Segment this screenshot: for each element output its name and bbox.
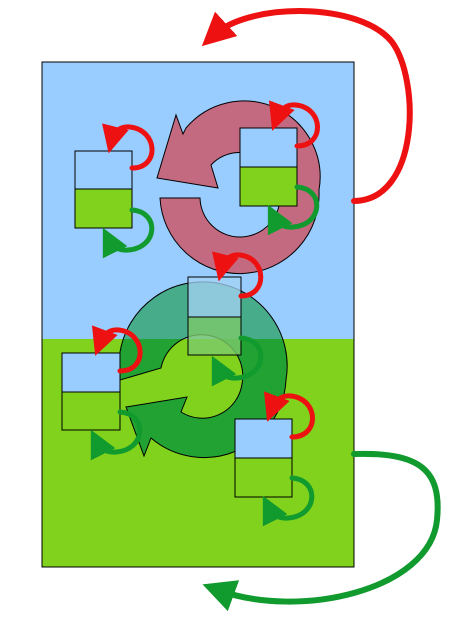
red-curved-arrow-center [212, 251, 264, 299]
small-frame-right-upper [239, 127, 298, 207]
green-curved-arrow-center [211, 335, 264, 387]
green-curved-arrow-outer [202, 450, 441, 612]
red-curved-arrow-left-lower [91, 325, 143, 374]
red-curved-arrow-left-upper [102, 123, 155, 171]
main-frame-border [41, 61, 355, 568]
green-curved-arrow-right-upper [267, 184, 320, 236]
green-curved-arrow-right-lower [262, 475, 315, 527]
green-curved-arrow-left-upper [102, 207, 155, 259]
red-curved-arrow-right-lower [263, 391, 315, 440]
small-frame-right-lower [234, 418, 293, 498]
green-curved-arrow-left-lower [90, 409, 143, 461]
small-frame-left-lower [61, 352, 121, 431]
red-curved-arrow-right-upper [268, 100, 320, 149]
red-curved-arrow-outer [201, 8, 413, 204]
small-frame-left-upper [74, 150, 133, 229]
small-frame-center [187, 276, 242, 356]
